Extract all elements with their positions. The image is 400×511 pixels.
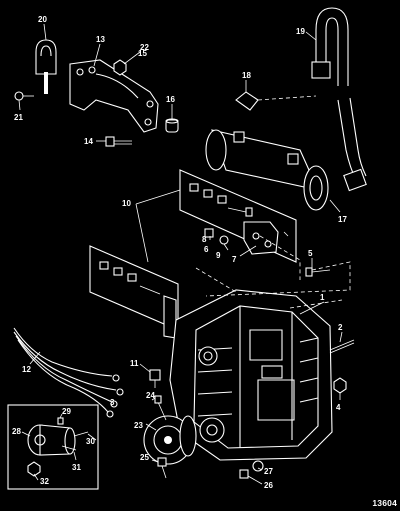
bolt-5 (305, 267, 331, 277)
assembly-guide-lines (195, 235, 351, 309)
transmission-housing (169, 289, 333, 461)
callout-16: 16 (166, 95, 175, 104)
hardware-panel-upper (179, 169, 297, 263)
callout-28: 28 (12, 427, 21, 436)
callout-11: 11 (130, 359, 139, 368)
nut-4 (333, 377, 347, 394)
callout-6: 6 (204, 245, 209, 254)
callout-1: 1 (320, 293, 325, 302)
screw-21 (14, 91, 34, 101)
callout-8: 8 (202, 235, 207, 244)
oil-cooler-assembly (205, 7, 367, 211)
hardware-panel-lower (89, 245, 179, 339)
callout-14: 14 (84, 137, 93, 146)
callout-17: 17 (338, 215, 347, 224)
callout-2: 2 (338, 323, 343, 332)
washer-27 (252, 460, 264, 472)
callout-7: 7 (232, 255, 237, 264)
callout-25: 25 (140, 453, 149, 462)
sensor-11 (149, 369, 161, 388)
pulley-assembly (143, 395, 197, 479)
callout-26: 26 (264, 481, 273, 490)
leader-lines (18, 23, 343, 485)
nut-26 (239, 469, 249, 479)
callout-9: 9 (216, 251, 221, 260)
callout-numbers: 1 2 3 4 5 6 7 8 9 10 11 12 13 14 15 16 1… (12, 15, 347, 490)
callout-29: 29 (62, 407, 71, 416)
callout-22: 22 (140, 43, 149, 52)
callout-4: 4 (336, 403, 341, 412)
stud-2 (329, 339, 355, 354)
callout-30: 30 (86, 437, 95, 446)
callout-23: 23 (134, 421, 143, 430)
callout-13: 13 (96, 35, 105, 44)
wire-harness (13, 327, 124, 418)
callout-20: 20 (38, 15, 47, 24)
callout-10: 10 (122, 199, 131, 208)
callout-27: 27 (264, 467, 273, 476)
callout-31: 31 (72, 463, 81, 472)
callout-5: 5 (308, 249, 313, 258)
callout-3: 3 (110, 398, 115, 407)
callout-18: 18 (242, 71, 251, 80)
inset-detail (7, 404, 99, 490)
figure-number: 13604 (372, 498, 397, 508)
callout-12: 12 (22, 365, 31, 374)
callout-15: 15 (138, 49, 147, 58)
bolt-14 (105, 136, 132, 147)
callout-19: 19 (296, 27, 305, 36)
mounting-bracket-assembly (14, 39, 179, 147)
callout-21: 21 (14, 113, 23, 122)
callout-24: 24 (146, 391, 155, 400)
callout-32: 32 (40, 477, 49, 486)
